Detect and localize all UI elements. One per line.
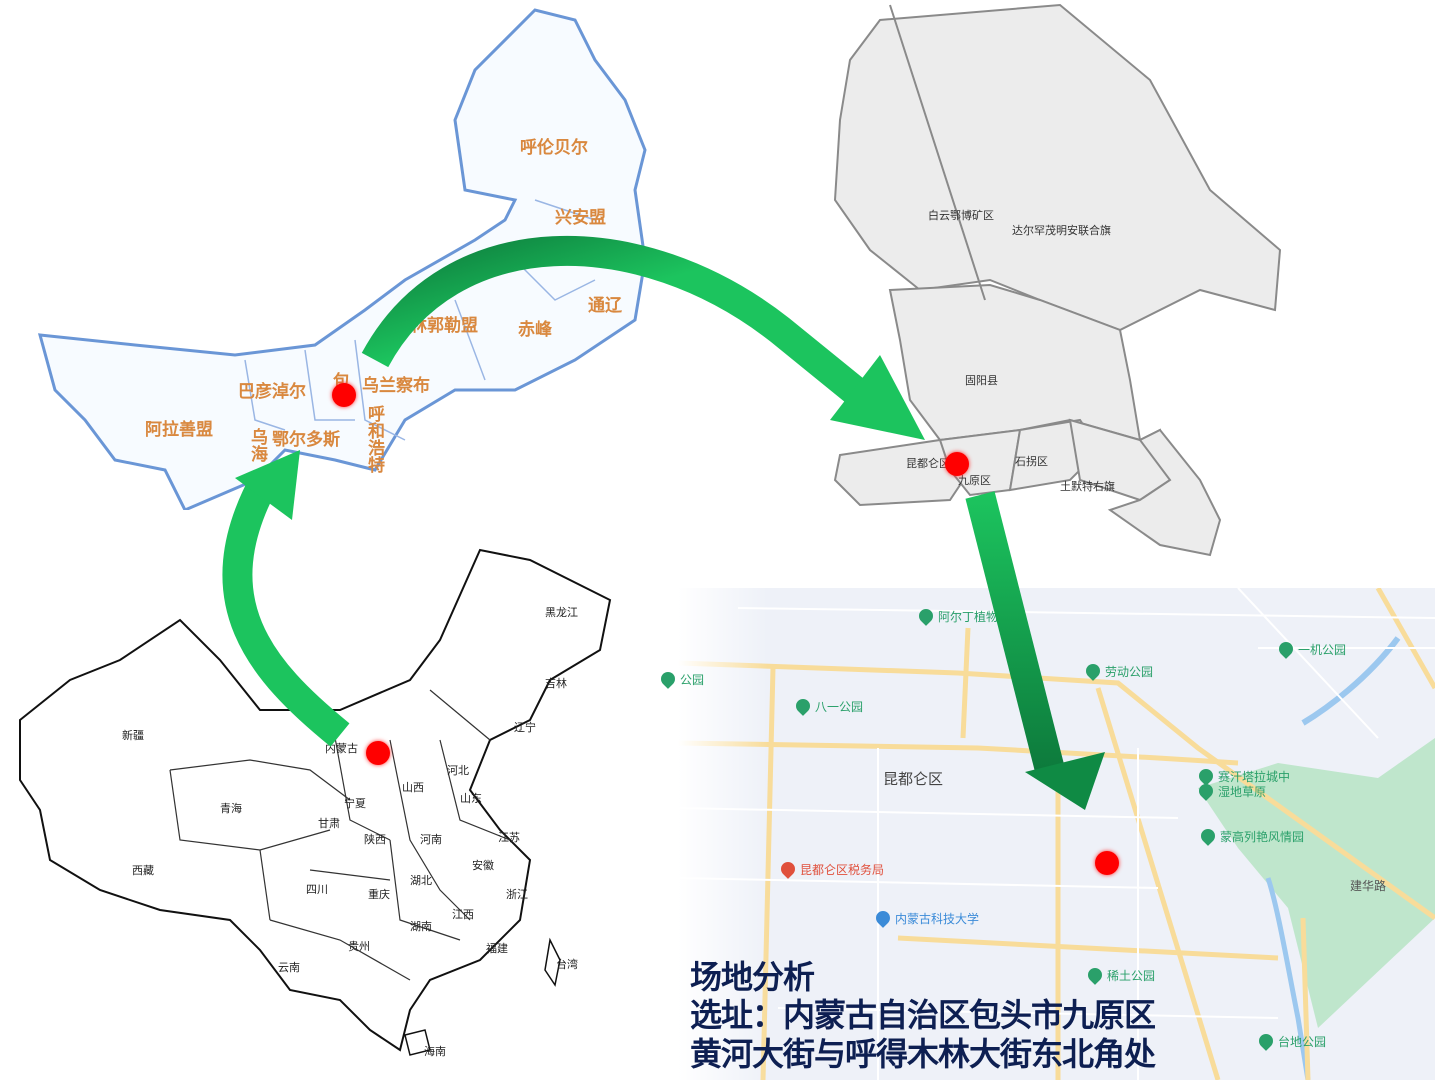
inner-mongolia-map-label: 通辽 bbox=[588, 296, 622, 316]
street-map-roads bbox=[678, 588, 1435, 1080]
inner-mongolia-map-label: 林郭勒盟 bbox=[410, 316, 478, 336]
location-marker-baotou bbox=[945, 452, 969, 476]
china-map-label: 宁夏 bbox=[344, 797, 366, 810]
china-map-label: 台湾 bbox=[556, 958, 578, 971]
inner-mongolia-map-label: 乌兰察布 bbox=[362, 376, 430, 396]
china-map-label: 重庆 bbox=[368, 888, 390, 901]
china-map-label: 内蒙古 bbox=[325, 742, 358, 755]
china-map-label: 四川 bbox=[306, 883, 328, 896]
street-map-label: 湿地草原 bbox=[1218, 785, 1267, 799]
china-map-label: 陕西 bbox=[364, 833, 386, 846]
china-map-label: 贵州 bbox=[348, 940, 370, 953]
baotou-map bbox=[820, 0, 1290, 570]
china-map-label: 浙江 bbox=[506, 888, 528, 901]
china-map-label: 云南 bbox=[278, 961, 300, 974]
poi-pin-icon bbox=[658, 669, 678, 689]
street-map-label: 内蒙古科技大学 bbox=[895, 912, 980, 926]
china-map-label: 湖北 bbox=[410, 874, 432, 887]
inner-mongolia-map-label: 乌海 bbox=[247, 428, 267, 462]
china-map-label: 河南 bbox=[420, 833, 442, 846]
location-marker-inner-mongolia bbox=[332, 383, 356, 407]
china-map-label: 新疆 bbox=[122, 729, 144, 742]
china-map-label: 安徽 bbox=[472, 859, 494, 872]
street-map-label: 阿尔丁植物园 bbox=[938, 610, 1011, 624]
china-map-label: 江苏 bbox=[498, 831, 520, 844]
china-map-label: 福建 bbox=[486, 942, 508, 955]
china-map-shapes bbox=[19, 548, 612, 1056]
china-map-label: 辽宁 bbox=[514, 721, 536, 734]
street-map-label: 赛汗塔拉城中 bbox=[1218, 770, 1291, 784]
baotou-map-label: 土默特右旗 bbox=[1060, 480, 1115, 493]
street-map-label: 公园 bbox=[680, 673, 705, 687]
baotou-map-label: 九原区 bbox=[958, 474, 991, 487]
inner-mongolia-map-label: 阿拉善盟 bbox=[145, 420, 213, 440]
baotou-map-label: 固阳县 bbox=[965, 374, 998, 387]
inner-mongolia-map-label: 赤峰 bbox=[518, 320, 552, 340]
china-map-label: 甘肃 bbox=[318, 817, 340, 830]
street-map-label: 一机公园 bbox=[1298, 643, 1347, 657]
baotou-map-label: 石拐区 bbox=[1015, 455, 1048, 468]
baotou-map-label: 昆都仑区 bbox=[906, 457, 950, 470]
china-map bbox=[10, 540, 620, 1070]
china-map-label: 黑龙江 bbox=[545, 606, 578, 619]
inner-mongolia-map-label: 呼和浩特 bbox=[364, 405, 384, 473]
baotou-map-label: 白云鄂博矿区 bbox=[928, 209, 994, 222]
china-map-label: 山西 bbox=[402, 781, 424, 794]
baotou-map-shapes bbox=[833, 3, 1282, 557]
inner-mongolia-map bbox=[35, 0, 655, 510]
caption-title: 场地分析 bbox=[690, 958, 815, 996]
caption: 场地分析 选址：内蒙古自治区包头市九原区 黄河大街与呼得木林大街东北角处 bbox=[690, 958, 1156, 1073]
caption-line2: 黄河大街与呼得木林大街东北角处 bbox=[690, 1034, 1156, 1073]
street-map-label: 台地公园 bbox=[1278, 1035, 1327, 1049]
location-marker-site bbox=[1095, 851, 1119, 875]
china-map-label: 青海 bbox=[220, 802, 242, 815]
inner-mongolia-shapes bbox=[37, 8, 647, 510]
china-map-label: 湖南 bbox=[410, 920, 432, 933]
street-map-label: 稀土公园 bbox=[1107, 969, 1156, 983]
china-map-label: 江西 bbox=[452, 908, 474, 921]
inner-mongolia-map-label: 兴安盟 bbox=[555, 208, 606, 228]
baotou-map-label: 达尔罕茂明安联合旗 bbox=[1012, 224, 1111, 237]
china-map-label: 河北 bbox=[447, 764, 469, 777]
china-map-label: 西藏 bbox=[132, 864, 154, 877]
street-map-label: 蒙高列艳风情园 bbox=[1220, 830, 1305, 844]
street-map-label: 建华路 bbox=[1350, 879, 1387, 893]
street-map-label: 昆都仑区税务局 bbox=[800, 863, 885, 877]
street-map-label: 八一公园 bbox=[815, 700, 864, 714]
street-map-label: 昆都仑区 bbox=[883, 770, 944, 788]
street-map-fade bbox=[678, 588, 768, 1080]
street-map-label: 劳动公园 bbox=[1105, 665, 1154, 679]
china-map-label: 吉林 bbox=[545, 677, 567, 690]
caption-line1: 选址：内蒙古自治区包头市九原区 bbox=[690, 996, 1156, 1035]
location-marker-china bbox=[366, 741, 390, 765]
china-map-label: 山东 bbox=[460, 792, 482, 805]
inner-mongolia-map-label: 巴彦淖尔 bbox=[238, 382, 306, 402]
inner-mongolia-map-label: 呼伦贝尔 bbox=[520, 138, 588, 158]
china-map-label: 海南 bbox=[424, 1045, 446, 1058]
inner-mongolia-map-label: 鄂尔多斯 bbox=[272, 430, 340, 450]
